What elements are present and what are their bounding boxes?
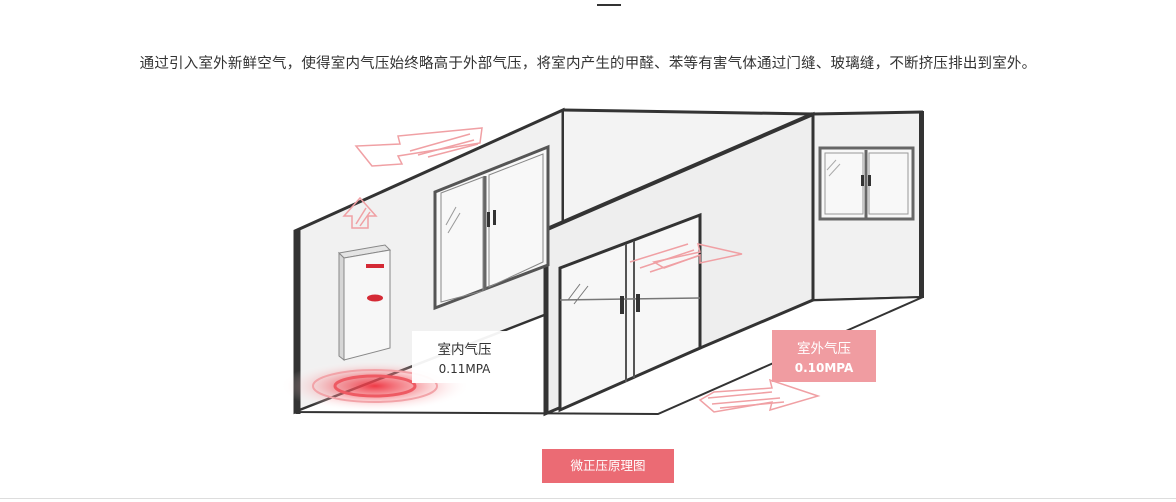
indoor-pressure-label: 室内气压 0.11MPA bbox=[412, 331, 517, 383]
airflow-arrow-exhaust-top bbox=[354, 127, 483, 167]
left-window bbox=[433, 144, 550, 311]
principle-diagram-button[interactable]: 微正压原理图 bbox=[542, 449, 674, 483]
intro-text: 通过引入室外新鲜空气，使得室内气压始终略高于外部气压，将室内产生的甲醛、苯等有害… bbox=[139, 55, 1037, 72]
fresh-air-unit bbox=[337, 244, 392, 362]
outdoor-pressure-title: 室外气压 bbox=[797, 341, 851, 357]
indoor-pressure-value: 0.11MPA bbox=[438, 362, 491, 376]
bottom-border bbox=[0, 498, 1176, 499]
airflow-arrow-up bbox=[342, 196, 378, 229]
outdoor-pressure-label: 室外气压 0.10MPA bbox=[772, 330, 876, 382]
airflow-arrow-floor bbox=[698, 378, 821, 413]
glass-door bbox=[558, 212, 702, 413]
indoor-pressure-title: 室内气压 bbox=[437, 342, 492, 358]
top-divider bbox=[597, 4, 621, 6]
outdoor-pressure-value: 0.10MPA bbox=[794, 361, 854, 375]
